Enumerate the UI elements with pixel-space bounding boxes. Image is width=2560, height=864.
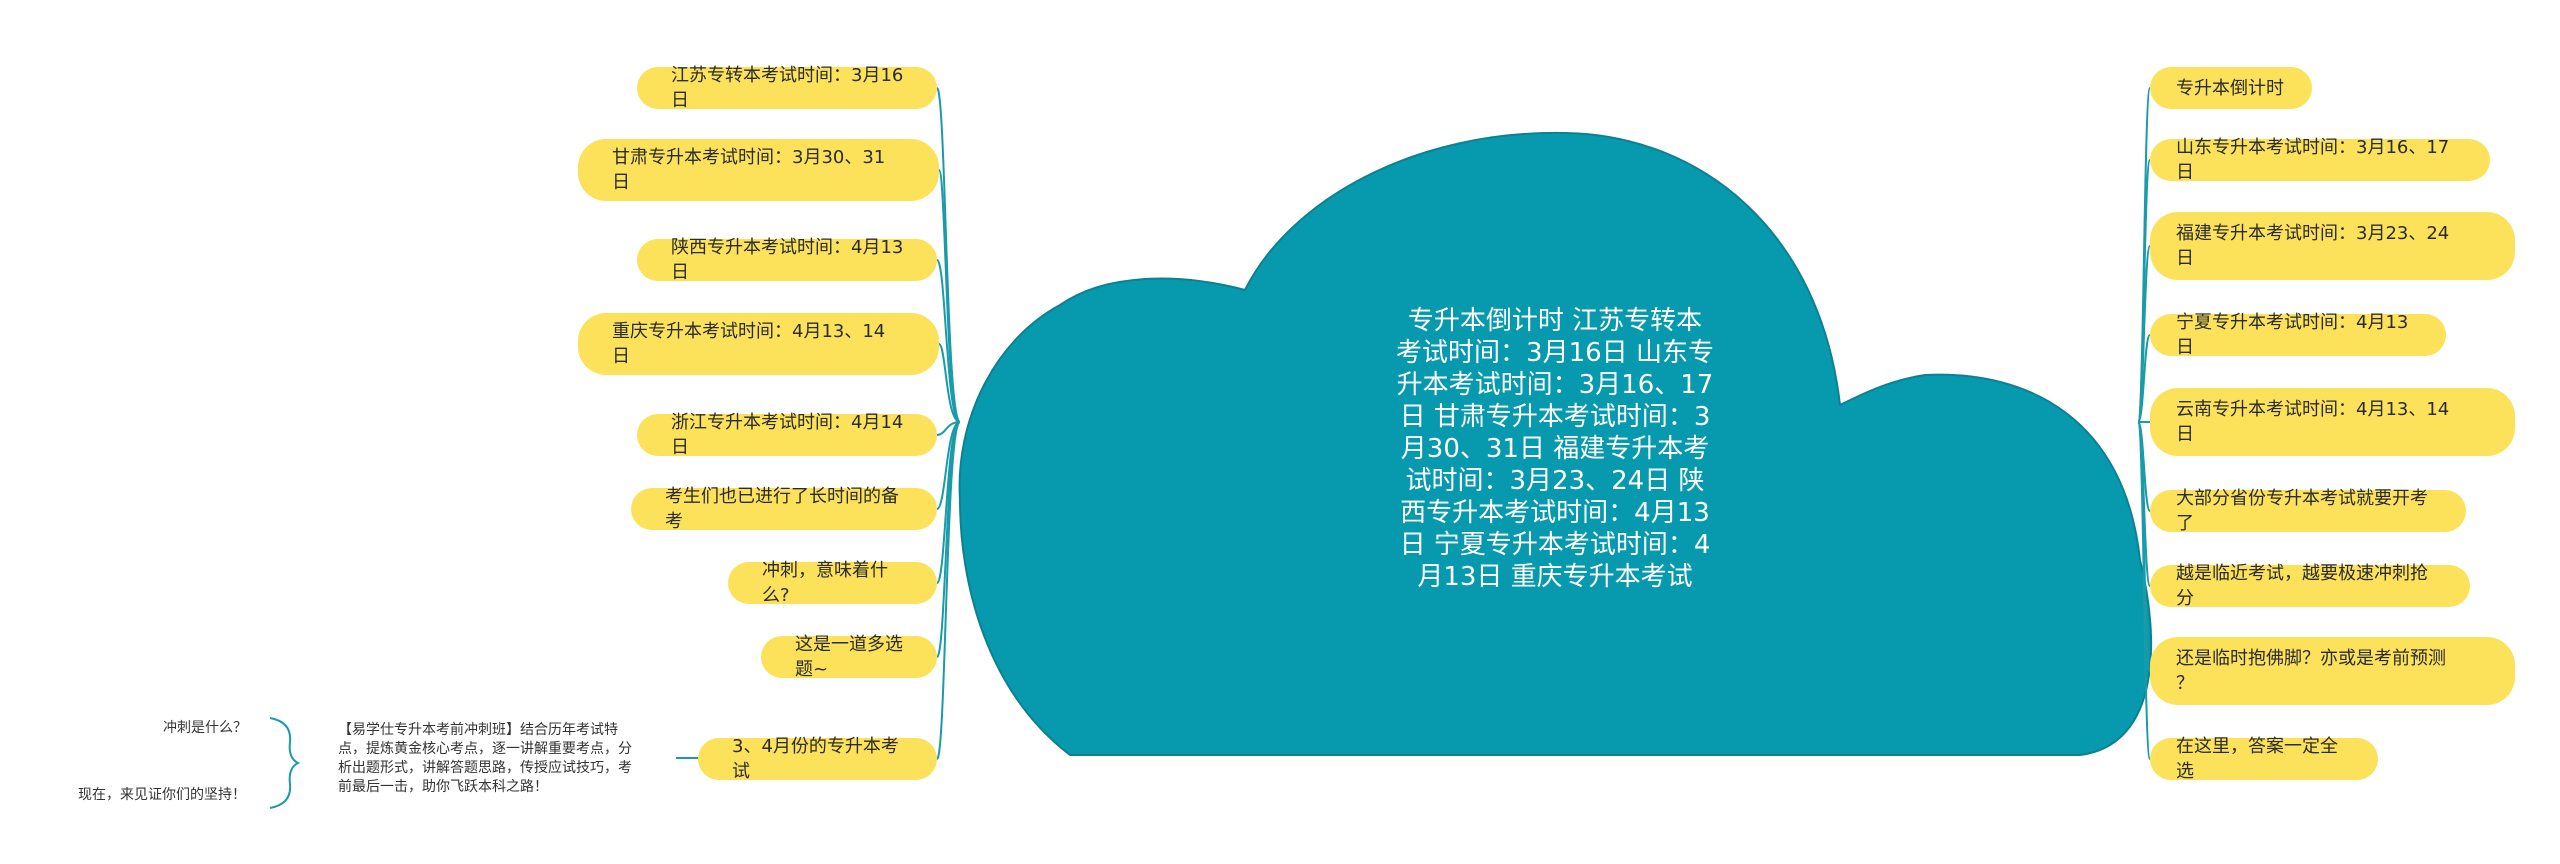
left-node-6[interactable]: 考生们也已进行了长时间的备考 <box>631 486 937 532</box>
left-node-3[interactable]: 陕西专升本考试时间：4月13日 <box>637 237 937 283</box>
right-node-5[interactable]: 云南专升本考试时间：4月13、14 日 <box>2150 388 2515 456</box>
left-node-5[interactable]: 浙江专升本考试时间：4月14日 <box>637 412 937 458</box>
left-node-7[interactable]: 冲刺，意味着什么? <box>728 560 937 606</box>
right-branch-line-9 <box>2137 421 2151 760</box>
left-branch-line-9 <box>936 421 961 760</box>
left-node-1[interactable]: 江苏专转本考试时间：3月16日 <box>637 65 937 111</box>
note-witness: 现在，来见证你们的坚持！ <box>78 787 246 803</box>
right-node-6[interactable]: 大部分省份专升本考试就要开考了 <box>2150 488 2466 534</box>
left-branch-line-4 <box>938 343 961 423</box>
right-node-8[interactable]: 还是临时抱佛脚？亦或是考前预测 ？ <box>2150 637 2515 705</box>
left-branch-lines <box>936 87 961 760</box>
right-node-7[interactable]: 越是临近考试，越要极速冲刺抢分 <box>2150 563 2470 609</box>
left-branch-line-3 <box>936 259 961 423</box>
central-topic-cloud[interactable] <box>958 131 2153 756</box>
left-node-2[interactable]: 甘肃专升本考试时间：3月30、31 日 <box>578 139 939 201</box>
note-question: 冲刺是什么？ <box>163 720 247 736</box>
right-node-3[interactable]: 福建专升本考试时间：3月23、24 日 <box>2150 212 2515 280</box>
right-node-4[interactable]: 宁夏专升本考试时间：4月13日 <box>2150 312 2446 358</box>
right-node-1[interactable]: 专升本倒计时 <box>2150 67 2312 109</box>
note-brace <box>269 717 702 809</box>
left-node-4[interactable]: 重庆专升本考试时间：4月13、14 日 <box>578 313 939 375</box>
central-topic-text: 专升本倒计时 江苏专转本考试时间：3月16日 山东专升本考试时间：3月16、17… <box>1396 306 1714 592</box>
right-branch-lines <box>2137 87 2151 760</box>
left-node-8[interactable]: 这是一道多选题~ <box>761 634 937 680</box>
right-node-9[interactable]: 在这里，答案一定全选 <box>2150 736 2378 782</box>
left-branch-line-2 <box>938 169 961 423</box>
right-branch-line-4 <box>2137 334 2151 423</box>
note-paragraph: 【易学仕专升本考前冲刺班】结合历年考试特点，提炼黄金核心考点，逐一讲解重要考点，… <box>338 722 632 795</box>
left-node-9[interactable]: 3、4月份的专升本考试 <box>698 736 937 782</box>
right-node-2[interactable]: 山东专升本考试时间：3月16、17日 <box>2150 137 2490 183</box>
